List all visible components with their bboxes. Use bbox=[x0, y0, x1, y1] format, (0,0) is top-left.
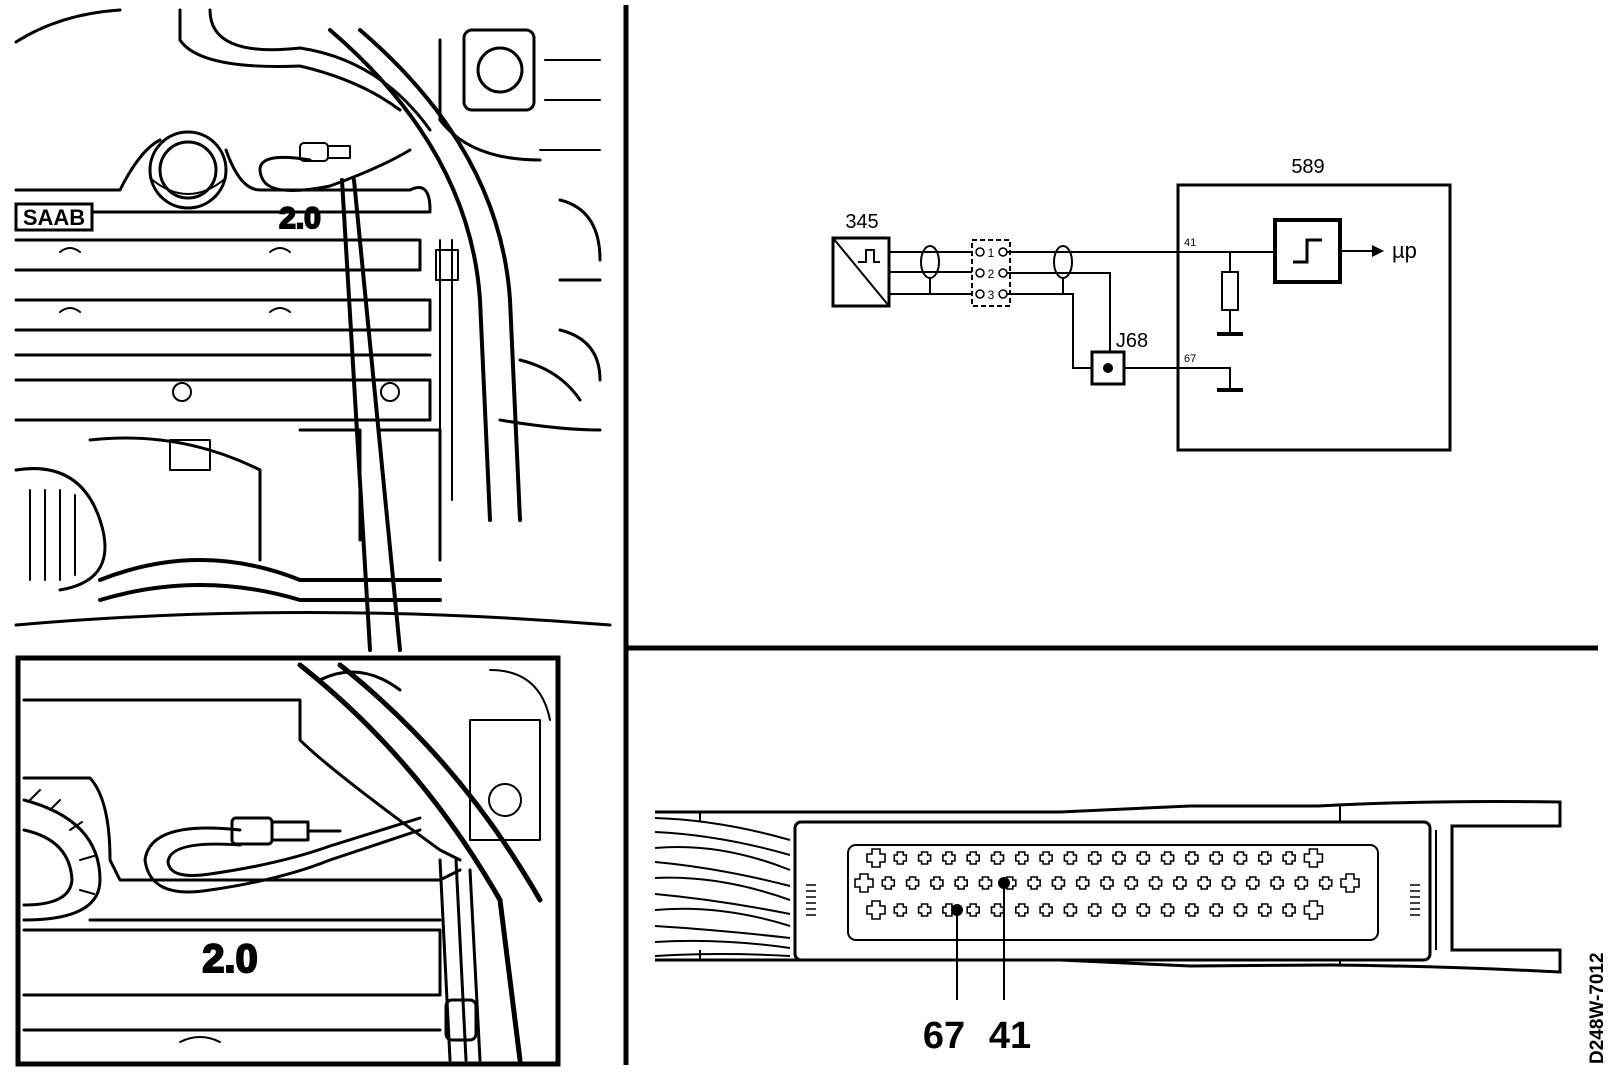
connector-pin bbox=[917, 851, 932, 865]
connector-pin bbox=[1185, 851, 1199, 865]
pin-41-marker: 41 bbox=[989, 877, 1031, 1057]
connector-pin bbox=[1112, 851, 1126, 865]
connector-pin bbox=[1124, 876, 1139, 890]
connector-pin bbox=[1233, 903, 1248, 917]
svg-text:1: 1 bbox=[988, 246, 995, 260]
detail-inset: 2.0 bbox=[15, 655, 561, 1067]
connector-pin bbox=[1112, 903, 1126, 917]
connector-pin bbox=[1087, 851, 1102, 865]
connector-pin bbox=[1258, 851, 1272, 865]
connector-pin bbox=[1039, 903, 1053, 917]
engine-bay-illustration bbox=[14, 8, 612, 652]
svg-text:2.0: 2.0 bbox=[202, 937, 258, 981]
svg-text:µp: µp bbox=[1392, 238, 1417, 263]
engine-size-badge-detail: 2.0 bbox=[201, 936, 259, 982]
engine-size-badge: 2.0 bbox=[278, 201, 322, 236]
junction-j68: J68 bbox=[1090, 330, 1148, 386]
svg-text:67: 67 bbox=[923, 1015, 965, 1057]
pin-67-marker: 67 bbox=[923, 904, 965, 1057]
connector-pin bbox=[1160, 903, 1175, 917]
connector-pin bbox=[893, 903, 908, 917]
connector-pin bbox=[990, 851, 1005, 865]
oil-filler-cap-detail bbox=[22, 789, 102, 922]
connector-pin bbox=[1160, 851, 1175, 865]
svg-text:J68: J68 bbox=[1116, 330, 1148, 352]
connector-pin bbox=[1318, 876, 1333, 890]
sensor-loop-detail bbox=[143, 816, 422, 894]
svg-text:2.0: 2.0 bbox=[279, 202, 321, 235]
control-unit-589: 589 41 67 µp bbox=[1176, 156, 1452, 452]
connector-pin bbox=[1282, 903, 1296, 917]
svg-text:D248W-7012: D248W-7012 bbox=[1587, 952, 1608, 1064]
wire-harness bbox=[654, 817, 791, 957]
ecu-connector-view: 67 41 bbox=[654, 800, 1562, 1057]
panel-dividers bbox=[623, 5, 1598, 1065]
connector-pin bbox=[966, 851, 980, 865]
connector-pin bbox=[1136, 851, 1151, 865]
connector-pin bbox=[881, 876, 896, 890]
connector-pin bbox=[1100, 876, 1114, 890]
connector-pin bbox=[1015, 851, 1029, 865]
connector-pin bbox=[1340, 873, 1360, 893]
connector-pin bbox=[1039, 851, 1053, 865]
connector-pin bbox=[1282, 851, 1296, 865]
connector-3pin: 1 2 3 bbox=[971, 239, 1011, 307]
connector-pin bbox=[1221, 876, 1236, 890]
svg-text:589: 589 bbox=[1291, 156, 1324, 178]
connector-pin bbox=[1136, 903, 1151, 917]
connector-pin bbox=[1173, 876, 1187, 890]
connector-pin bbox=[978, 876, 993, 890]
connector-pin bbox=[1087, 903, 1102, 917]
connector-pin bbox=[854, 873, 874, 893]
svg-text:3: 3 bbox=[988, 288, 995, 302]
connector-latches bbox=[806, 884, 1420, 916]
connector-pin bbox=[1246, 876, 1260, 890]
sensor-loop-top bbox=[258, 142, 412, 192]
connector-pin bbox=[1303, 848, 1324, 868]
connector-pin bbox=[1233, 851, 1248, 865]
connector-pin bbox=[966, 903, 980, 917]
oil-filler-cap bbox=[148, 130, 228, 210]
connector-pin bbox=[893, 851, 908, 865]
connector-pin-grid bbox=[854, 848, 1360, 920]
connector-pin bbox=[866, 848, 886, 868]
connector-pin bbox=[1303, 900, 1324, 920]
connector-pin bbox=[990, 903, 1005, 917]
sensor-wires bbox=[889, 245, 972, 295]
connector-pin bbox=[1027, 876, 1041, 890]
svg-text:345: 345 bbox=[845, 211, 878, 233]
connector-pin bbox=[1015, 903, 1029, 917]
connector-pin bbox=[1294, 876, 1309, 890]
connector-pin bbox=[905, 876, 920, 890]
connector-pin bbox=[1258, 903, 1272, 917]
connector-pin bbox=[1209, 903, 1223, 917]
connector-pin bbox=[1185, 903, 1199, 917]
circuit-schematic: 345 1 2 3 bbox=[831, 156, 1452, 452]
svg-text:41: 41 bbox=[989, 1015, 1031, 1057]
connector-pin bbox=[1197, 876, 1211, 890]
connector-pin bbox=[1063, 851, 1078, 865]
figure-code: D248W-7012 bbox=[1587, 952, 1608, 1064]
connector-pin bbox=[1209, 851, 1223, 865]
connector-pin bbox=[930, 876, 944, 890]
ecu-wires bbox=[1007, 245, 1178, 369]
connector-pin bbox=[1270, 876, 1284, 890]
connector-pin bbox=[917, 903, 932, 917]
connector-pin bbox=[1063, 903, 1078, 917]
connector-pin bbox=[954, 876, 968, 890]
speed-sensor-345: 345 bbox=[831, 211, 891, 308]
connector-pin bbox=[942, 851, 956, 865]
connector-pin bbox=[1148, 876, 1163, 890]
connector-pin bbox=[1075, 876, 1090, 890]
svg-text:SAAB: SAAB bbox=[23, 205, 85, 230]
connector-pin bbox=[1051, 876, 1066, 890]
brand-badge: SAAB bbox=[14, 202, 94, 232]
connector-pin bbox=[866, 900, 886, 920]
svg-text:2: 2 bbox=[988, 267, 995, 281]
svg-text:67: 67 bbox=[1184, 353, 1196, 365]
svg-text:41: 41 bbox=[1184, 237, 1196, 249]
